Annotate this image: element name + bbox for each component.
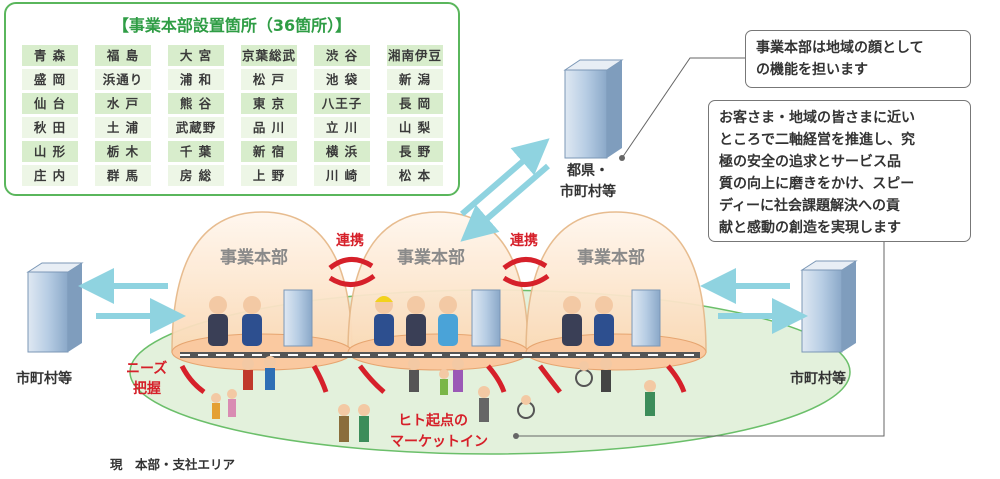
arrow-from-prefecture xyxy=(460,163,550,242)
building-dome-3 xyxy=(631,289,661,347)
link-cycle-icon-2 xyxy=(502,257,550,287)
location-cell: 熊 谷 xyxy=(168,93,224,114)
location-cell: 松 戸 xyxy=(241,69,297,90)
location-cell: 品 川 xyxy=(241,117,297,138)
location-cell: 京葉総武 xyxy=(241,45,297,66)
location-cell: 立 川 xyxy=(314,117,370,138)
location-cell: 盛 岡 xyxy=(22,69,78,90)
location-cell: 渋 谷 xyxy=(314,45,370,66)
location-cell: 武蔵野 xyxy=(168,117,224,138)
arrow-to-prefecture xyxy=(460,138,550,217)
building-prefecture xyxy=(563,59,624,159)
label-dome-3: 事業本部 xyxy=(577,248,645,268)
location-cell: 横 浜 xyxy=(314,141,370,162)
location-cell: 上 野 xyxy=(241,165,297,186)
label-dome-1: 事業本部 xyxy=(220,248,288,268)
label-prefecture-2: 市町村等 xyxy=(560,184,616,200)
staff-group-3 xyxy=(562,296,614,346)
label-dome-2: 事業本部 xyxy=(397,248,465,268)
connector-mission xyxy=(516,242,885,437)
location-cell: 松 本 xyxy=(387,165,443,186)
location-cell: 庄 内 xyxy=(22,165,78,186)
callout-mission-text: お客さま・地域の皆さまに近い ところで二軸経営を推進し、究 極の安全の追求とサー… xyxy=(719,110,915,236)
label-link-1: 連携 xyxy=(336,233,364,249)
location-cell: 土 浦 xyxy=(95,117,151,138)
location-cell: 八王子 xyxy=(314,93,370,114)
location-cell: 湘南伊豆 xyxy=(387,45,443,66)
building-right xyxy=(800,260,858,353)
location-cell: 山 梨 xyxy=(387,117,443,138)
location-cell: 浜通り xyxy=(95,69,151,90)
connector-face xyxy=(621,57,745,159)
callout-face: 事業本部は地域の顔として の機能を担います xyxy=(745,30,971,88)
staff-group-1 xyxy=(208,296,262,346)
label-municipality-left: 市町村等 xyxy=(16,371,72,387)
label-area: 現 本部・支社エリア xyxy=(110,457,236,472)
location-cell: 水 戸 xyxy=(95,93,151,114)
dome-3 xyxy=(525,211,707,353)
label-link-2: 連携 xyxy=(510,233,538,249)
location-panel: 【事業本部設置箇所（36箇所）】 青 森福 島大 宮京葉総武渋 谷湘南伊豆盛 岡… xyxy=(4,2,460,196)
location-cell: 福 島 xyxy=(95,45,151,66)
location-cell: 長 野 xyxy=(387,141,443,162)
location-cell: 大 宮 xyxy=(168,45,224,66)
panel-title: 【事業本部設置箇所（36箇所）】 xyxy=(112,16,352,35)
location-cell: 新 宿 xyxy=(241,141,297,162)
label-needs-1: ニーズ xyxy=(126,361,168,377)
location-cell: 長 岡 xyxy=(387,93,443,114)
location-cell: 浦 和 xyxy=(168,69,224,90)
label-market-1: ヒト起点の xyxy=(398,413,468,429)
label-prefecture-1: 都県・ xyxy=(567,163,609,179)
callout-face-text: 事業本部は地域の顔として の機能を担います xyxy=(756,40,924,78)
building-left xyxy=(26,262,84,353)
label-needs-2: 把握 xyxy=(133,381,161,397)
link-cycle-icon-1 xyxy=(328,257,376,287)
label-market-2: マーケットイン xyxy=(390,434,488,450)
location-cell: 川 崎 xyxy=(314,165,370,186)
building-dome-1 xyxy=(283,289,313,347)
staff-group-2 xyxy=(374,296,458,346)
location-grid: 青 森福 島大 宮京葉総武渋 谷湘南伊豆盛 岡浜通り浦 和松 戸池 袋新 潟仙 … xyxy=(22,45,446,186)
location-cell: 千 葉 xyxy=(168,141,224,162)
callout-mission: お客さま・地域の皆さまに近い ところで二軸経営を推進し、究 極の安全の追求とサー… xyxy=(708,100,971,242)
location-cell: 栃 木 xyxy=(95,141,151,162)
location-cell: 仙 台 xyxy=(22,93,78,114)
location-cell: 房 総 xyxy=(168,165,224,186)
location-cell: 東 京 xyxy=(241,93,297,114)
location-cell: 秋 田 xyxy=(22,117,78,138)
location-cell: 新 潟 xyxy=(387,69,443,90)
location-cell: 山 形 xyxy=(22,141,78,162)
location-cell: 池 袋 xyxy=(314,69,370,90)
building-dome-2 xyxy=(471,289,501,347)
location-cell: 青 森 xyxy=(22,45,78,66)
needs-arrows xyxy=(179,364,687,395)
location-cell: 群 馬 xyxy=(95,165,151,186)
citizens xyxy=(211,356,656,442)
label-municipality-right: 市町村等 xyxy=(790,371,846,387)
